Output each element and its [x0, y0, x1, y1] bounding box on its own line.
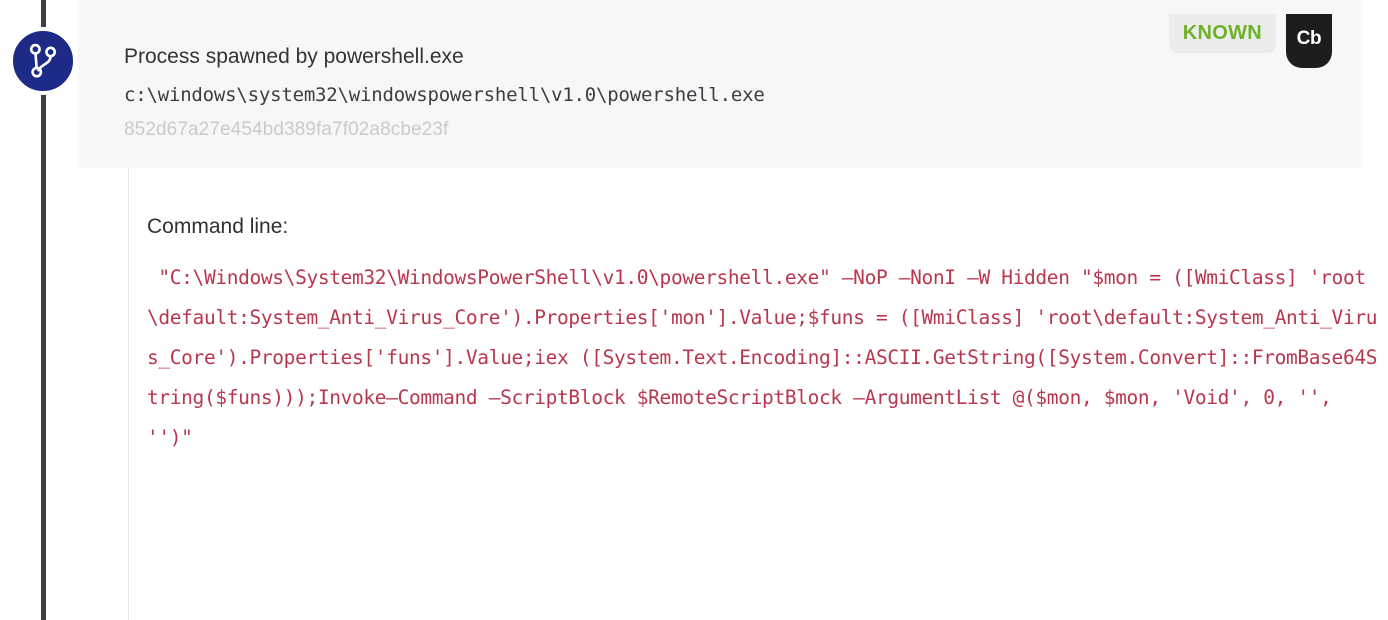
reputation-badge[interactable]: KNOWN [1168, 14, 1276, 53]
body-divider [128, 168, 129, 620]
command-line-value[interactable]: "C:\Windows\System32\WindowsPowerShell\v… [147, 266, 1378, 449]
timeline-rail [41, 0, 46, 620]
event-header-text: Process spawned by powershell.exe c:\win… [124, 44, 1142, 141]
process-path[interactable]: c:\windows\system32\windowspowershell\v1… [124, 84, 765, 106]
command-line-block: Command line: "C:\Windows\System32\Windo… [147, 214, 1378, 458]
event-body: Command line: "C:\Windows\System32\Windo… [78, 168, 1388, 620]
vendor-badge[interactable]: Cb [1286, 14, 1332, 68]
git-branch-icon [26, 43, 60, 79]
badge-row: KNOWN Cb [1168, 14, 1332, 68]
event-header: Process spawned by powershell.exe c:\win… [78, 0, 1362, 168]
process-hash[interactable]: 852d67a27e454bd389fa7f02a8cbe23f [124, 119, 449, 140]
avatar [9, 27, 77, 95]
command-line-label: Command line: [147, 215, 289, 238]
event-title: Process spawned by powershell.exe [124, 45, 464, 68]
